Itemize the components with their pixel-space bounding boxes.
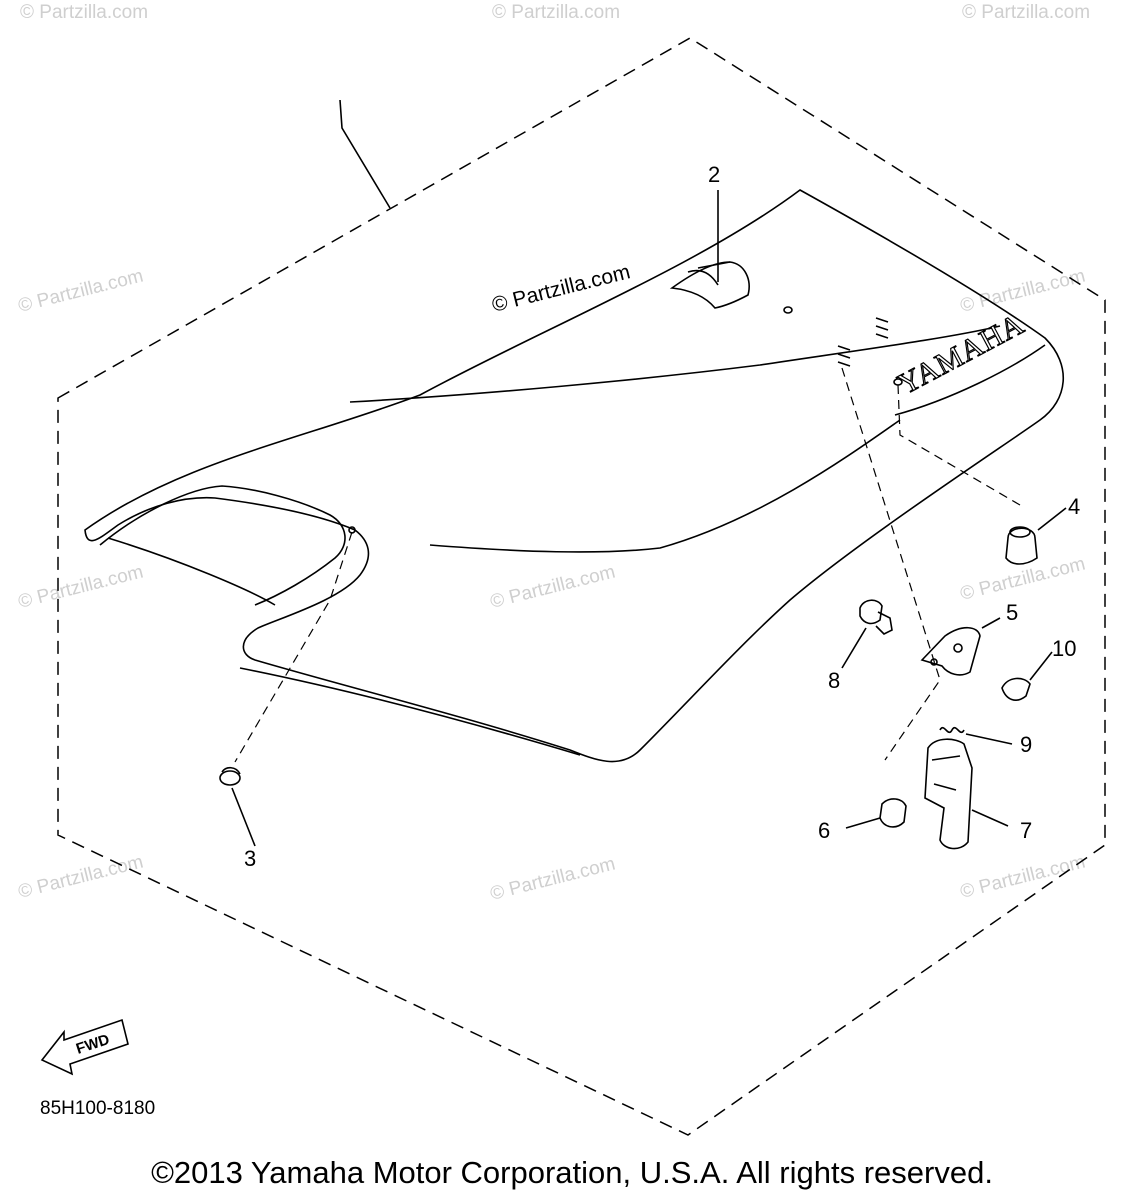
callout-2: 2: [708, 162, 720, 187]
seat-recess-line: [107, 537, 276, 606]
callout-8: 8: [828, 668, 840, 693]
callout-6: 6: [818, 818, 830, 843]
watermark: © Partzilla.com: [958, 554, 1087, 605]
copyright-notice: ©2013 Yamaha Motor Corporation, U.S.A. A…: [151, 1155, 993, 1190]
watermark: © Partzilla.com: [488, 562, 617, 613]
seat-contour-upper: [429, 419, 901, 553]
part-4-damper: [1005, 507, 1067, 565]
callout-3: 3: [244, 846, 256, 871]
watermark: © Partzilla.com: [16, 266, 145, 317]
callout-10: 10: [1052, 636, 1076, 661]
mount-line-5: [841, 367, 941, 761]
mount-stud: [875, 317, 889, 339]
assembly-boundary: [57, 37, 1106, 1136]
seat-trim-line: [239, 667, 581, 756]
part-5-bracket: [920, 617, 1001, 676]
watermark: © Partzilla.com: [16, 852, 145, 903]
callout-9: 9: [1020, 732, 1032, 757]
watermark: © Partzilla.com: [492, 2, 620, 23]
watermark: © Partzilla.com: [488, 854, 617, 905]
part-10-clip: [1001, 651, 1053, 701]
watermark: © Partzilla.com: [958, 852, 1087, 903]
watermark: © Partzilla.com: [958, 266, 1087, 317]
diagram-code: 85H100-8180: [40, 1098, 155, 1119]
logo-panel: [894, 344, 1046, 416]
part-7-seat-lock: [924, 738, 1009, 850]
mount-hole: [783, 306, 793, 314]
part-6-nut: [845, 798, 907, 829]
callout-4: 4: [1068, 494, 1080, 519]
watermark-layer: © Partzilla.com © Partzilla.com © Partzi…: [16, 2, 1090, 905]
mount-stud: [837, 345, 851, 367]
callout-5: 5: [1006, 600, 1018, 625]
watermark-center: © Partzilla.com: [490, 260, 633, 317]
seat-lock-clip-slot: [687, 261, 731, 286]
part-3-grommet: [219, 766, 256, 847]
mount-line-4: [897, 384, 1021, 506]
seat-inner-edge: [99, 485, 346, 606]
part-8-bolt: [841, 599, 893, 669]
seat-contour-side: [349, 325, 1001, 403]
brand-logo-text: YAMAHA: [893, 307, 1030, 401]
leader-line-1: [339, 99, 391, 209]
callout-7: 7: [1020, 818, 1032, 843]
mount-line-3: [234, 531, 353, 763]
part-9-spring: [939, 726, 1013, 745]
seat-lock-clip: [669, 261, 750, 309]
watermark: © Partzilla.com: [962, 2, 1090, 23]
watermark: © Partzilla.com: [16, 562, 145, 613]
fwd-arrow-icon: FWD: [40, 1018, 129, 1076]
watermark: © Partzilla.com: [20, 2, 148, 23]
